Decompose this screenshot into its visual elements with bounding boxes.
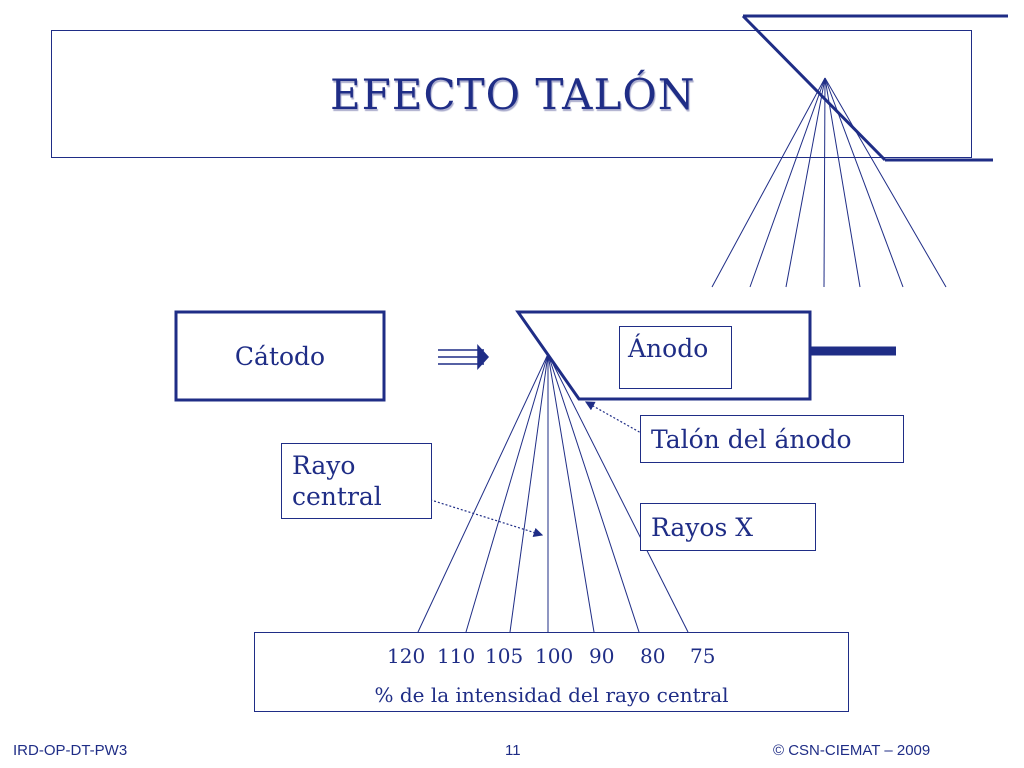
corner-anode-illustration <box>711 14 1008 288</box>
x-ray-fan <box>417 353 689 633</box>
intensity-value: 90 <box>589 644 615 668</box>
intensity-value: 120 <box>387 644 426 668</box>
central-ray-pointer <box>414 494 544 538</box>
page-number: 11 <box>505 742 521 759</box>
intensity-value: 105 <box>485 644 524 668</box>
page-title: EFECTO TALÓN <box>330 70 696 119</box>
footer-code: IRD-OP-DT-PW3 <box>13 742 128 759</box>
heel-label: Talón del ánodo <box>651 425 852 454</box>
electron-beam-arrows <box>438 344 490 370</box>
heel-label-box: Talón del ánodo <box>640 415 904 463</box>
heel-pointer <box>584 401 651 439</box>
central-ray-label-box: Rayo central <box>281 443 432 519</box>
intensity-value: 75 <box>690 644 716 668</box>
cathode-label-box: Cátodo <box>176 312 384 400</box>
cathode-label: Cátodo <box>234 341 326 371</box>
footer-copyright: © CSN-CIEMAT – 2009 <box>773 742 931 759</box>
anode-label: Ánodo <box>628 334 709 363</box>
central-ray-label: Rayo central <box>292 451 382 511</box>
intensity-value: 100 <box>535 644 574 668</box>
intensity-box: 120 110 105 100 90 80 75 % de la intensi… <box>254 632 849 712</box>
cathode-box <box>174 310 386 402</box>
anode-label-box: Ánodo <box>619 326 732 389</box>
x-rays-label: Rayos X <box>651 513 754 542</box>
intensity-value: 110 <box>437 644 476 668</box>
intensity-caption: % de la intensidad del rayo central <box>374 683 729 707</box>
intensity-value: 80 <box>640 644 666 668</box>
title-frame <box>51 30 972 158</box>
intensity-values-row: 120 110 105 100 90 80 75 <box>255 641 848 668</box>
x-rays-label-box: Rayos X <box>640 503 816 551</box>
